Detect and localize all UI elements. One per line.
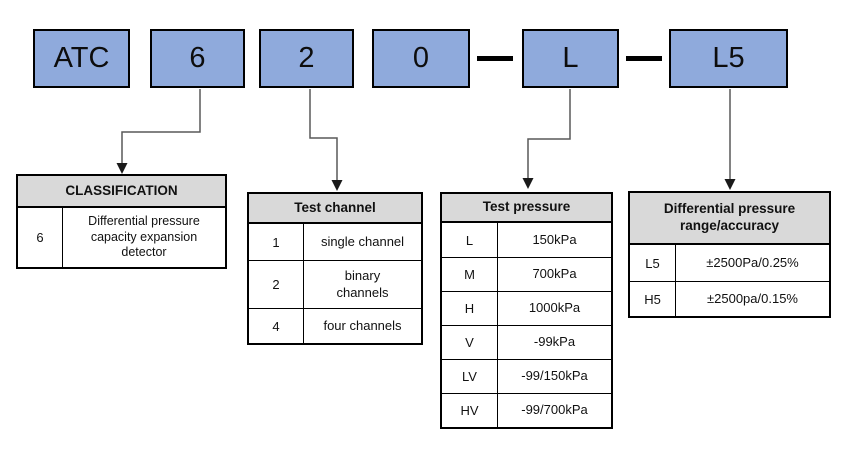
arrowhead-icon [522,178,534,189]
pressure-value: 150kPa [532,231,577,247]
pressure-value: -99/700kPa [521,402,588,418]
channel-description: binary channels [336,268,389,300]
channel-description: single channel [320,233,405,249]
range-accuracy-value: ±2500Pa/0.25% [706,254,799,270]
table-row: HV -99/700kPa [442,393,611,427]
pressure-value: 700kPa [532,266,577,282]
arrowhead-icon [331,180,343,191]
classification-code: 6 [18,208,63,267]
pressure-value: -99kPa [533,334,576,350]
table-row: H5 ±2500pa/0.15% [630,281,829,316]
range-code: L5 [630,245,676,281]
diff-pressure-table-title: Differential pressure range/accuracy [630,193,829,245]
code-box-0: 0 [372,29,470,88]
test-channel-table-title: Test channel [249,194,421,224]
code-box-2: 2 [259,29,354,88]
test-channel-table: Test channel 1 single channel 2 binary c… [247,192,423,345]
classification-table-title: CLASSIFICATION [18,176,225,208]
table-row: M 700kPa [442,257,611,291]
table-row: 2 binary channels [249,260,421,308]
table-row: LV -99/150kPa [442,359,611,393]
classification-description: Differential pressure capacity expansion… [88,214,200,260]
table-row: 4 four channels [249,308,421,343]
pressure-code: LV [442,360,498,393]
diff-pressure-table: Differential pressure range/accuracy L5 … [628,191,831,318]
table-row: L5 ±2500Pa/0.25% [630,245,829,281]
code-box-l5: L5 [669,29,788,88]
arrowhead-icon [724,179,736,190]
pressure-code: V [442,326,498,359]
table-row: L 150kPa [442,223,611,257]
table-row: 1 single channel [249,224,421,260]
pressure-code: M [442,258,498,291]
table-row: H 1000kPa [442,291,611,325]
test-pressure-table: Test pressure L 150kPa M 700kPa H 1000kP… [440,192,613,429]
pressure-value: -99/150kPa [521,368,588,384]
code-box-l: L [522,29,619,88]
channel-code: 2 [249,261,304,308]
code-separator-dash [626,56,662,61]
code-box-6: 6 [150,29,245,88]
range-code: H5 [630,282,676,316]
channel-code: 4 [249,309,304,343]
pressure-code: HV [442,394,498,427]
pressure-value: 1000kPa [528,300,581,316]
arrow-line-l-to-test-pressure [527,89,571,179]
classification-table: CLASSIFICATION 6 Differential pressure c… [16,174,227,269]
pressure-code: H [442,292,498,325]
code-separator-dash [477,56,513,61]
channel-code: 1 [249,224,304,260]
arrow-line-6-to-classification [121,89,201,164]
test-pressure-table-title: Test pressure [442,194,611,223]
channel-description: four channels [323,317,402,333]
table-row: V -99kPa [442,325,611,359]
code-box-atc: ATC [33,29,130,88]
arrow-line-2-to-test-channel [309,89,338,181]
arrowhead-icon [116,163,128,174]
table-row: 6 Differential pressure capacity expansi… [18,208,225,267]
range-accuracy-value: ±2500pa/0.15% [707,290,798,306]
pressure-code: L [442,223,498,257]
